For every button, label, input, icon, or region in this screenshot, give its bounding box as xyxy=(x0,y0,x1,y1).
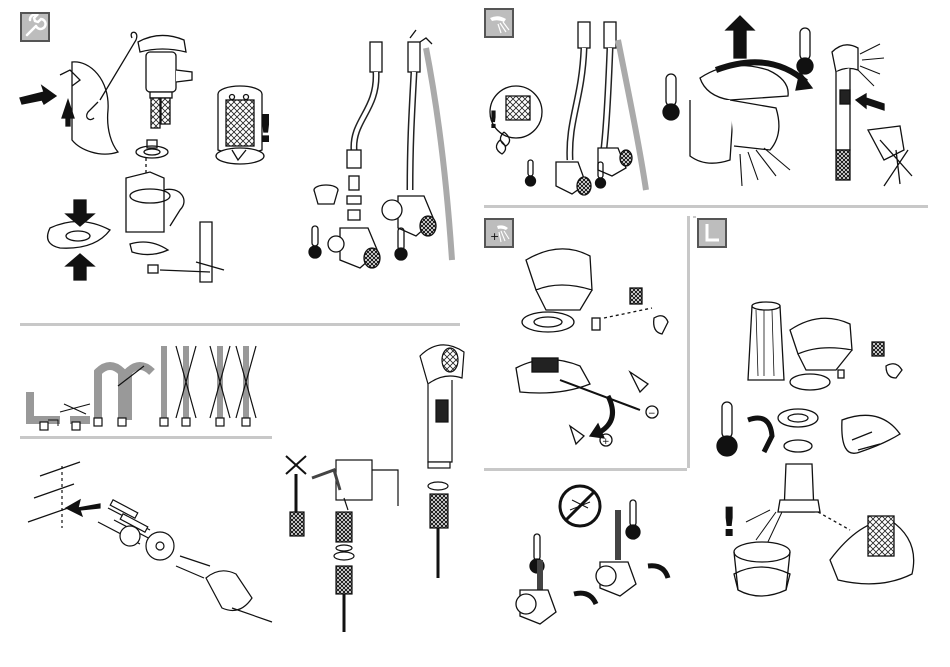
minus-marker: − xyxy=(648,409,656,419)
figure-hose-connection xyxy=(309,30,452,268)
figure-wall-bracket-install xyxy=(28,462,272,622)
warning-marker-operation: ! xyxy=(488,106,499,134)
figure-handshower-hose xyxy=(286,345,464,632)
figure-hose-bending-rules xyxy=(30,346,256,430)
figure-cartridge-replacement xyxy=(717,302,914,596)
plus-marker-adjust: + xyxy=(602,437,610,447)
warning-marker-install: ! xyxy=(257,107,274,151)
figure-flow-limiter xyxy=(516,249,668,446)
figure-mixer-installation xyxy=(20,32,264,282)
warning-marker-cartridge: ! xyxy=(720,500,738,546)
figure-operation xyxy=(490,16,912,195)
figure-shutoff-valves xyxy=(516,486,668,624)
